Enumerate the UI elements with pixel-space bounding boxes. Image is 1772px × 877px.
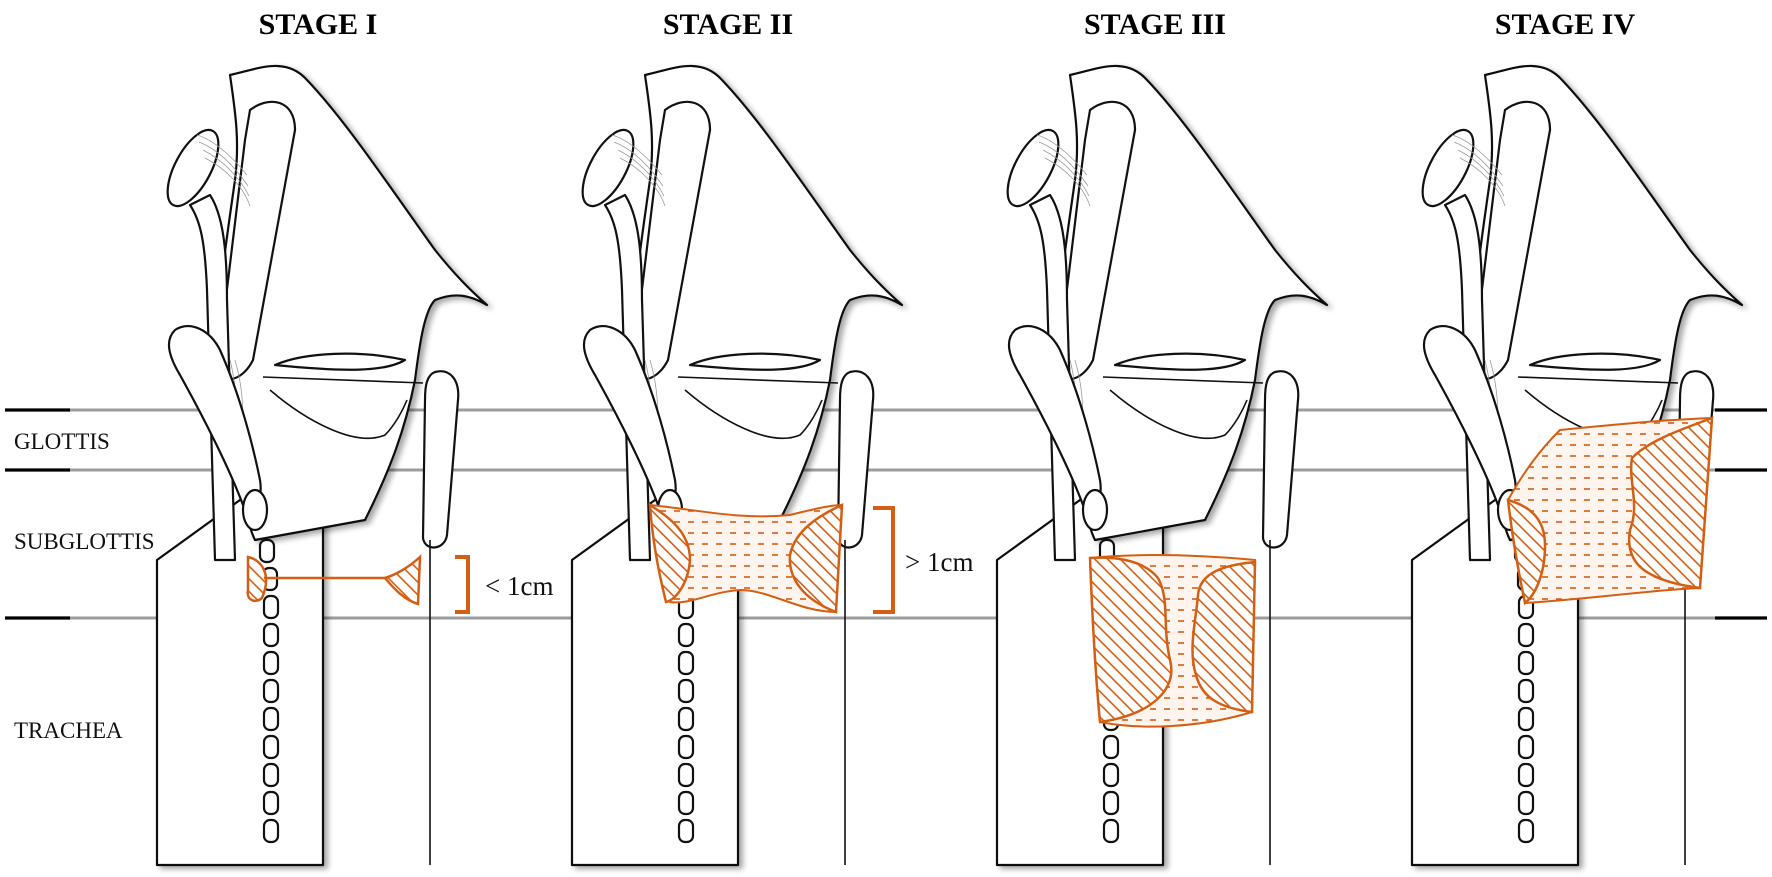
stage-2-measure: > 1cm [905,547,973,577]
stage-4-lesion [1506,416,1714,606]
region-label-trachea: TRACHEA [14,718,123,743]
stage-1-measure: < 1cm [485,571,553,601]
stage-3-larynx [997,66,1327,865]
stage-1-bracket [455,555,470,614]
stage-2-larynx [572,66,902,865]
stage-3-title: STAGE III [1084,8,1226,41]
stage-2-lesion [648,502,844,614]
stage-2-bracket [873,506,895,614]
stage-4-title: STAGE IV [1495,8,1636,41]
region-label-subglottis: SUBGLOTTIS [14,529,155,554]
stage-1-larynx [157,66,487,865]
stage-2-title: STAGE II [663,8,793,41]
stage-1-lesion [246,554,422,606]
region-label-glottis: GLOTTIS [14,429,110,454]
stage-1-title: STAGE I [259,8,378,41]
stage-3-lesion [1088,554,1257,728]
